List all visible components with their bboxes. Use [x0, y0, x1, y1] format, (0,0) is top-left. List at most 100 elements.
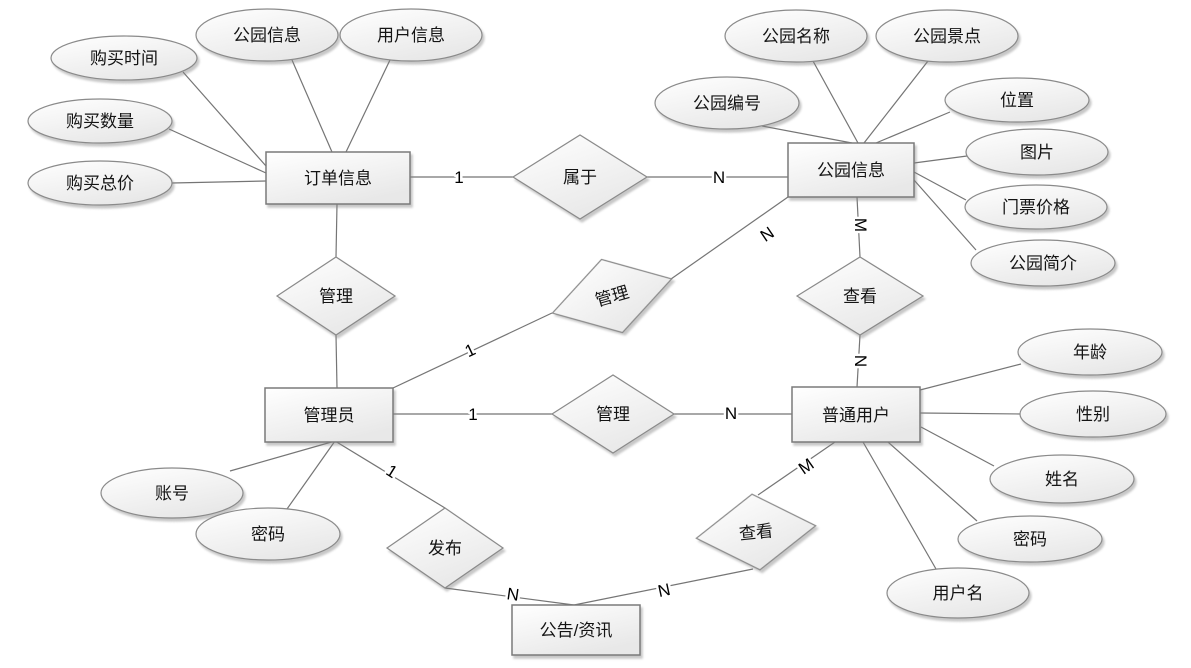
entity-admin: 管理员: [264, 387, 394, 443]
attribute-user-password: 密码: [957, 515, 1103, 563]
attribute-order-user-info: 用户信息: [339, 8, 483, 62]
edge-manage-admin: [335, 334, 338, 389]
attribute-label: 门票价格: [1002, 198, 1070, 217]
attribute-label: 购买数量: [66, 112, 134, 131]
edges: [168, 59, 1022, 606]
edge-viewpark-user: [856, 334, 861, 388]
attribute-order-buy-count: 购买数量: [27, 98, 173, 144]
edge-attr-gender: [919, 412, 1022, 415]
cardinality-belong-park: N: [713, 168, 725, 187]
attribute-ellipse: [886, 567, 1030, 619]
attribute-label: 年龄: [1073, 343, 1107, 362]
edge-admin-publish: [334, 440, 446, 509]
entity-order: 订单信息: [265, 151, 411, 205]
attribute-ellipse: [964, 184, 1108, 230]
edge-park-managepark: [670, 196, 789, 280]
attribute-label: 公园景点: [913, 27, 981, 46]
attribute-label: 图片: [1020, 143, 1054, 162]
entity-rect: [791, 386, 921, 443]
attribute-park-image: 图片: [965, 128, 1109, 176]
cardinality-view-park-n: N: [851, 355, 870, 367]
edge-attr-park-spots: [863, 60, 929, 144]
edge-viewnotice-notice: [573, 568, 754, 606]
attribute-ellipse: [100, 467, 244, 519]
edge-attr-buy-time: [182, 71, 267, 167]
attribute-ellipse: [875, 9, 1019, 63]
relationship-diamond: [550, 374, 676, 454]
relationship-label: 查看: [738, 521, 774, 543]
relationship-label: 查看: [843, 287, 877, 306]
attribute-park-ticket-price: 门票价格: [964, 184, 1108, 230]
edge-attr-username: [862, 441, 937, 570]
attribute-label: 购买时间: [90, 49, 158, 68]
attribute-ellipse: [965, 128, 1109, 176]
attribute-park-name: 公园名称: [724, 9, 868, 63]
entity-label: 管理员: [304, 406, 355, 425]
cardinality-manage-user-n: N: [725, 404, 737, 423]
relationship-manage-user: 管理: [550, 374, 676, 454]
attribute-label: 性别: [1076, 405, 1110, 424]
relationship-diamond: [275, 256, 397, 336]
attribute-order-park-info: 公园信息: [195, 8, 339, 62]
relationship-label: 管理: [319, 287, 353, 306]
edge-attr-park-id: [761, 125, 853, 144]
cardinality-view-park-m: M: [851, 218, 870, 232]
edge-attr-user-password: [887, 441, 978, 522]
attribute-ellipse: [1017, 328, 1163, 376]
entity-notice: 公告/资讯: [511, 604, 641, 656]
entity-rect: [264, 387, 394, 443]
edge-attr-buy-count: [168, 128, 267, 174]
attribute-label: 账号: [155, 484, 189, 503]
attribute-park-id: 公园编号: [654, 76, 800, 130]
edge-attr-buy-total: [171, 180, 267, 184]
attribute-label: 姓名: [1045, 470, 1079, 489]
attribute-label: 用户信息: [377, 26, 445, 45]
entity-nodes: 订单信息 公园信息 管理员 普通用户 公告/资讯: [264, 142, 921, 656]
relationship-manage-order: 管理: [275, 256, 397, 336]
attribute-user-name: 姓名: [989, 454, 1135, 504]
attribute-admin-password: 密码: [195, 507, 341, 561]
attribute-ellipse: [339, 8, 483, 62]
edge-publish-notice: [444, 587, 575, 606]
attribute-label: 用户名: [933, 584, 984, 603]
entity-rect: [265, 151, 411, 205]
entity-rect: [787, 142, 915, 198]
attribute-label: 公园信息: [233, 26, 301, 45]
relationship-nodes: 属于 管理 管理 管理 查看 查看 发布: [275, 134, 925, 589]
edge-attr-location: [875, 111, 951, 144]
attribute-label: 公园编号: [693, 94, 761, 113]
attribute-ellipse: [957, 515, 1103, 563]
attribute-user-username: 用户名: [886, 567, 1030, 619]
entity-user: 普通用户: [791, 386, 921, 443]
edge-attr-park-name: [812, 60, 859, 144]
relationship-manage-park: 管理: [551, 258, 673, 334]
attribute-label: 公园名称: [762, 27, 830, 46]
cardinality-publish-n: N: [506, 584, 521, 605]
attribute-park-spots: 公园景点: [875, 9, 1019, 63]
attribute-ellipse: [724, 9, 868, 63]
relationship-diamond: [385, 507, 505, 589]
attribute-ellipse: [195, 507, 341, 561]
attribute-ellipse: [970, 239, 1116, 287]
cardinality-manage-park-n: N: [757, 223, 778, 246]
relationship-belong: 属于: [511, 134, 649, 220]
cardinality-manage-user-1: 1: [468, 405, 477, 424]
relationship-label: 发布: [428, 539, 462, 558]
cardinality-manage-park-1: 1: [462, 340, 479, 361]
attribute-label: 位置: [1000, 91, 1034, 110]
attribute-admin-account: 账号: [100, 467, 244, 519]
relationship-label: 管理: [596, 405, 630, 424]
attribute-label: 密码: [1013, 530, 1047, 549]
attribute-ellipse: [654, 76, 800, 130]
relationship-diamond: [551, 258, 673, 334]
relationship-publish: 发布: [385, 507, 505, 589]
cardinality-view-notice-m: M: [795, 455, 818, 479]
relationship-view-park: 查看: [795, 256, 925, 336]
attribute-ellipse: [195, 8, 339, 62]
attribute-ellipse: [50, 35, 198, 81]
relationship-view-notice: 查看: [695, 493, 817, 571]
edge-attr-age: [919, 363, 1022, 391]
attribute-ellipse: [989, 454, 1135, 504]
relationship-label: 属于: [563, 168, 597, 187]
